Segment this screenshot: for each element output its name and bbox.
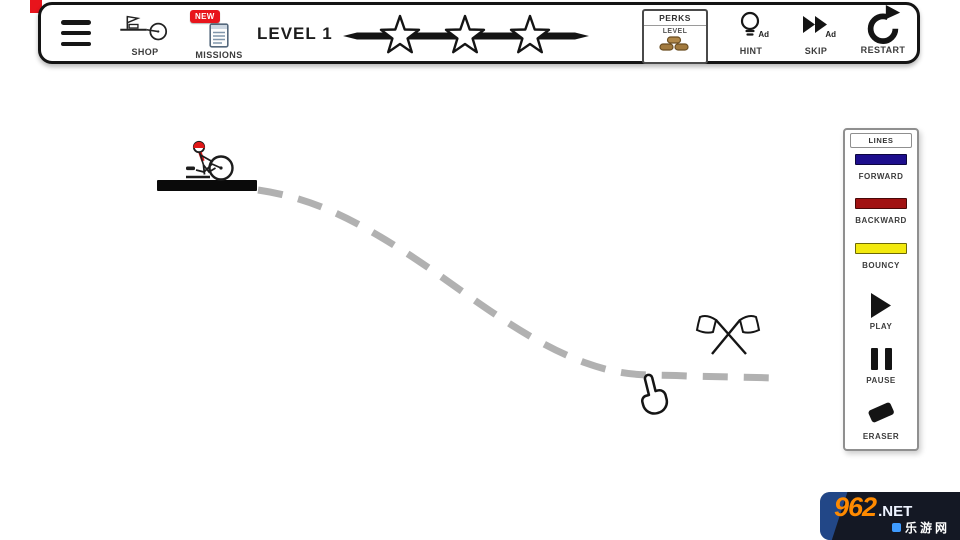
missions-button[interactable]: NEW MISSIONS [187, 10, 251, 60]
hint-label: HINT [739, 46, 763, 56]
star-icon [444, 14, 486, 54]
play-label: PLAY [869, 322, 893, 331]
hamburger-icon [61, 30, 91, 36]
shop-label: SHOP [131, 47, 159, 57]
play-icon [871, 293, 891, 323]
drawn-line [257, 186, 778, 382]
star-icon [509, 14, 551, 54]
logs-icon [657, 35, 693, 57]
crossed-flags-icon [695, 315, 761, 355]
pause-label: PAUSE [866, 376, 896, 385]
watermark-tld: .NET [878, 503, 913, 520]
lines-panel-title: LINES [850, 133, 912, 148]
backward-line-tool[interactable] [845, 198, 917, 209]
watermark: 962 .NET 乐游网 [820, 492, 960, 540]
shop-button[interactable]: SHOP [101, 11, 189, 57]
hand-cursor-icon [640, 373, 669, 415]
pause-button[interactable] [845, 348, 917, 370]
skip-button[interactable]: Ad SKIP [793, 10, 839, 56]
missions-note-icon [209, 23, 229, 48]
forward-line-swatch [855, 154, 907, 165]
backward-line-swatch [855, 198, 907, 209]
perks-level-label: LEVEL [662, 28, 688, 35]
start-platform [157, 180, 257, 191]
restart-button[interactable]: RESTART [849, 4, 917, 55]
watermark-chip [891, 523, 901, 532]
hint-button[interactable]: Ad HINT [727, 10, 775, 56]
watermark-number: 962 [834, 492, 877, 522]
top-bar: SHOP NEW MISSIONS LEVEL 1 [38, 2, 920, 64]
stickman-bike-icon [186, 140, 234, 181]
level-title: LEVEL 1 [257, 24, 333, 43]
restart-label: RESTART [860, 45, 906, 55]
bouncy-line-swatch [855, 243, 907, 254]
skip-ad-tag: Ad [825, 30, 836, 39]
watermark-site: 962 .NET [834, 493, 950, 521]
watermark-cn-name: 乐游网 [904, 521, 950, 535]
star-icon [379, 14, 421, 54]
level-progress [341, 13, 591, 59]
eraser-button[interactable] [845, 398, 917, 433]
shop-bike-icon [115, 11, 175, 45]
pause-icon [870, 348, 892, 370]
bouncy-line-tool[interactable] [845, 243, 917, 254]
bouncy-label: BOUNCY [862, 261, 900, 270]
lines-panel: LINES FORWARD BACKWARD BOUNCY PLAY PAUSE [843, 128, 919, 451]
hamburger-icon [61, 41, 91, 46]
watermark-cn: 乐游网 [834, 519, 950, 536]
forward-line-tool[interactable] [845, 154, 917, 165]
fast-forward-icon [802, 15, 830, 40]
eraser-icon [864, 398, 898, 433]
forward-label: FORWARD [858, 172, 904, 181]
hamburger-icon [61, 20, 91, 25]
missions-label: MISSIONS [195, 50, 243, 60]
perks-title: PERKS [644, 11, 706, 26]
hint-ad-tag: Ad [758, 30, 769, 39]
eraser-label: ERASER [862, 432, 900, 441]
perks-button[interactable]: PERKS LEVEL [642, 9, 708, 64]
new-badge: NEW [190, 10, 220, 23]
restart-icon [863, 4, 903, 49]
play-button[interactable] [845, 293, 917, 323]
menu-button[interactable] [61, 20, 91, 46]
lightbulb-icon [739, 10, 763, 45]
backward-label: BACKWARD [855, 216, 907, 225]
skip-label: SKIP [804, 46, 828, 56]
